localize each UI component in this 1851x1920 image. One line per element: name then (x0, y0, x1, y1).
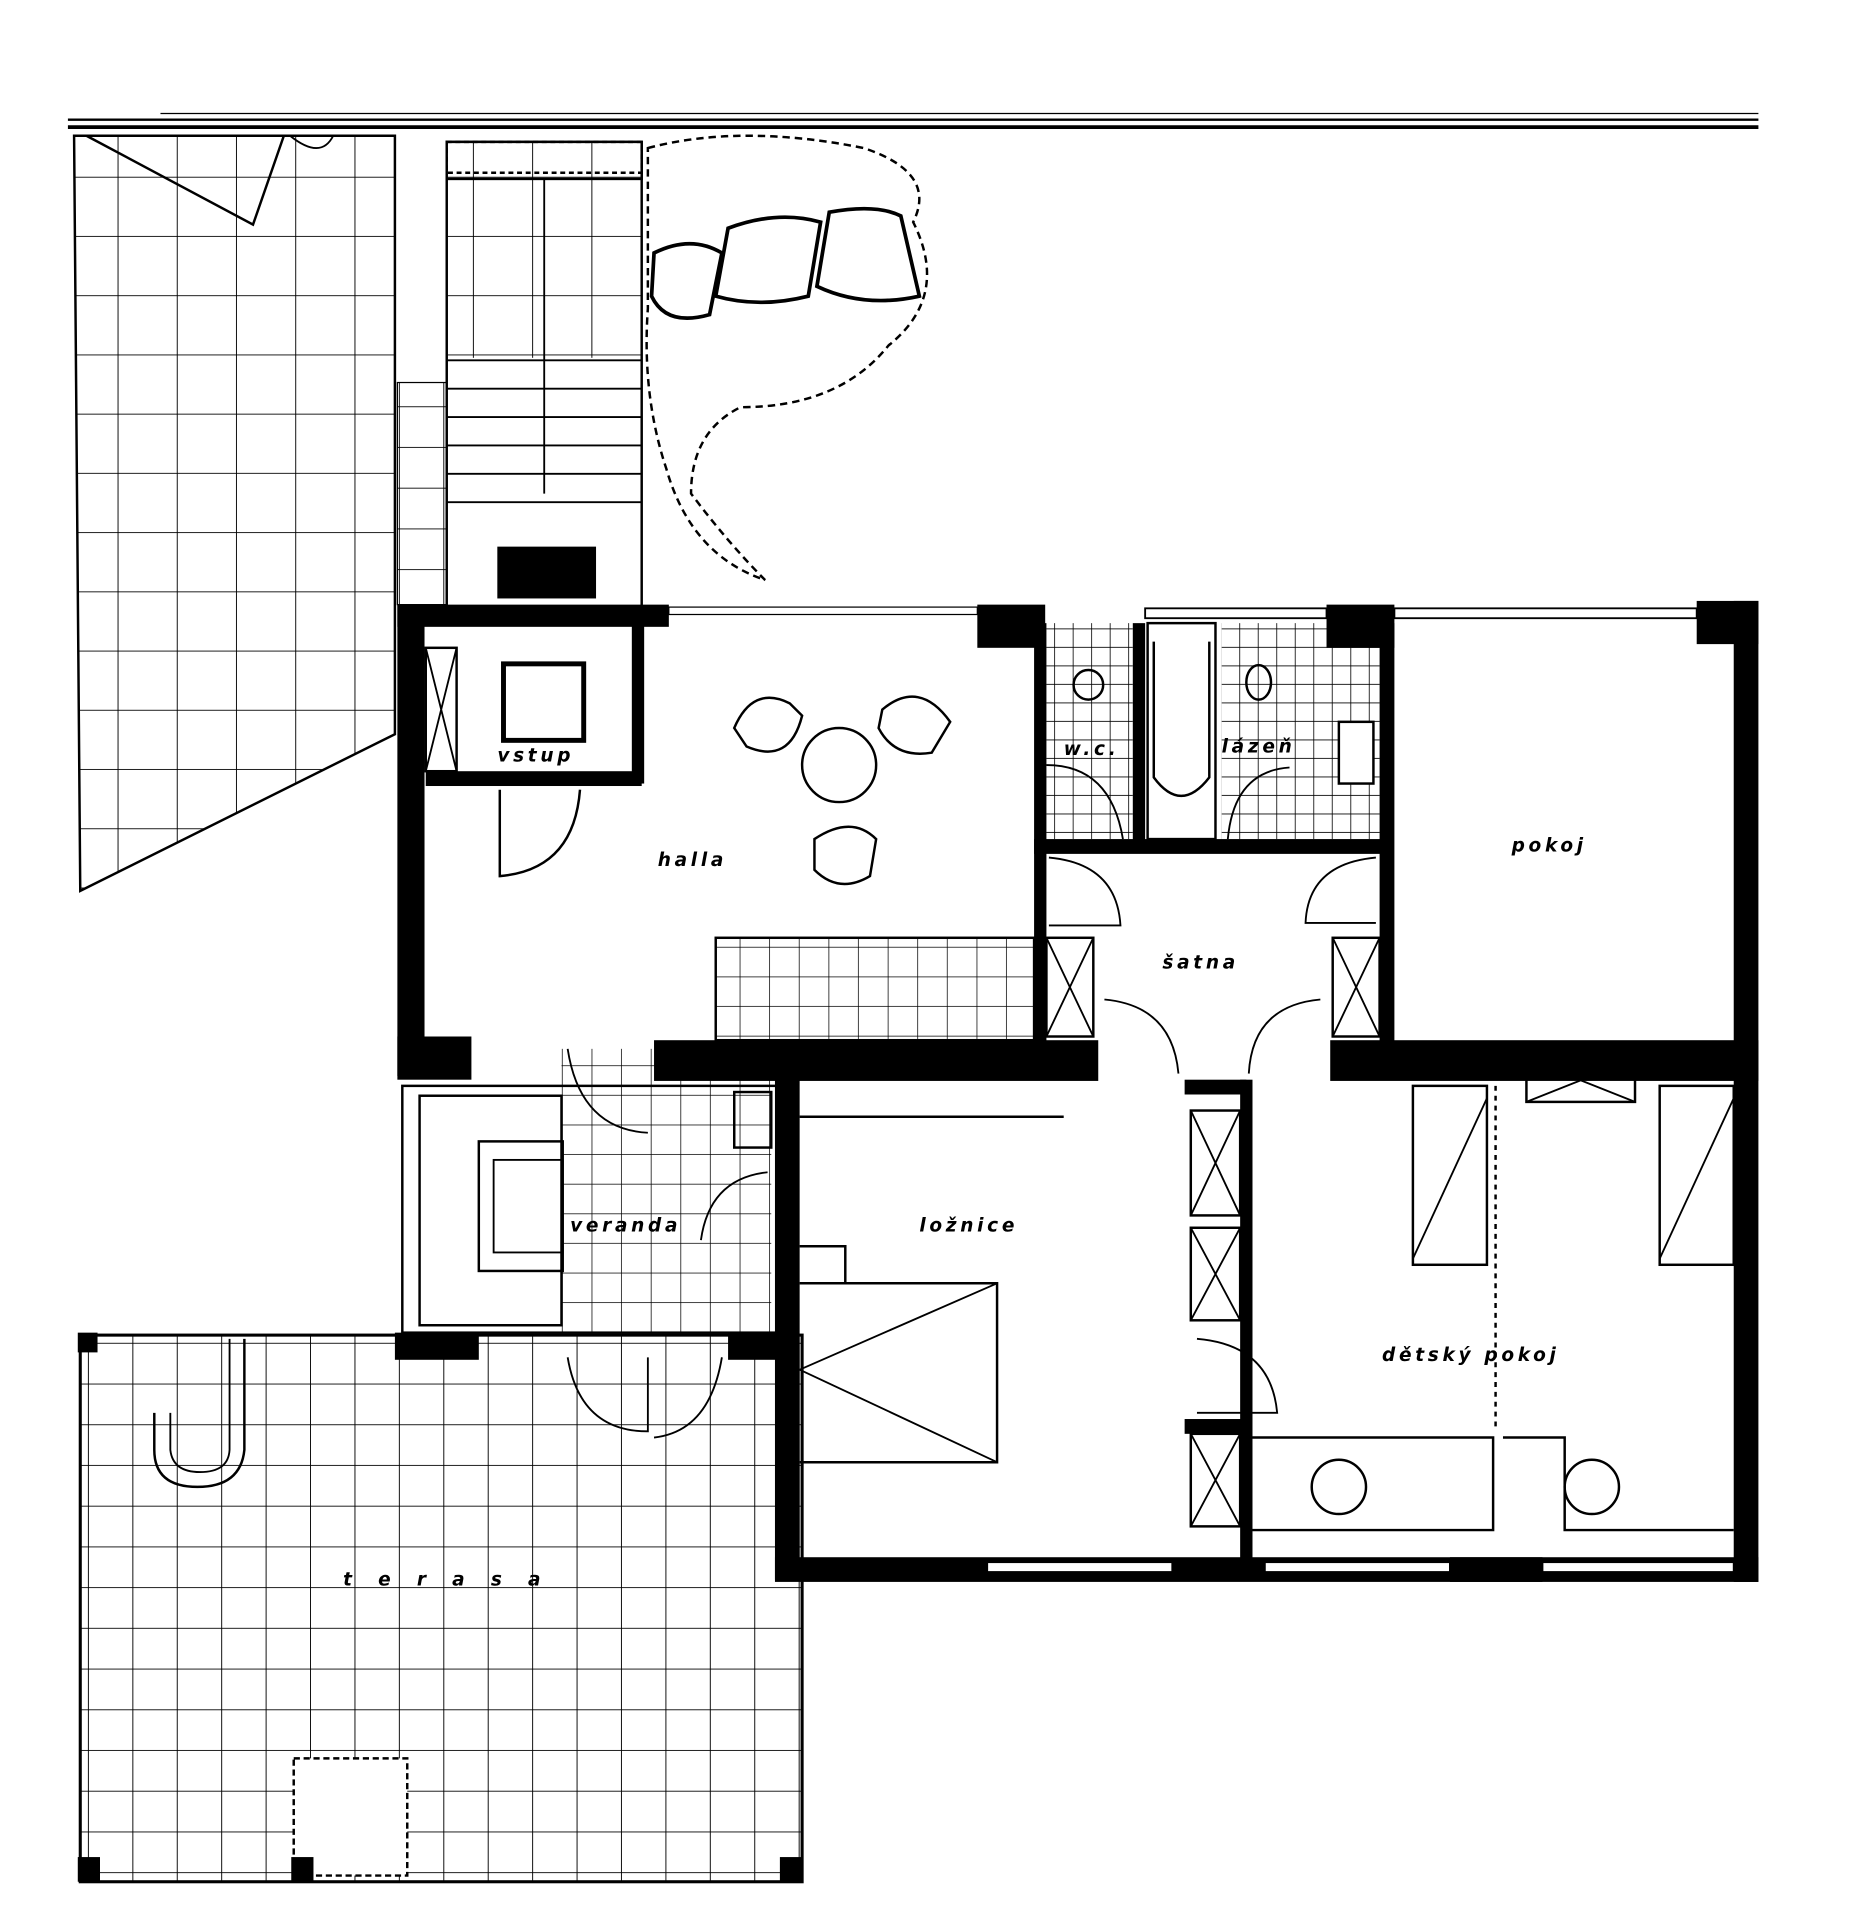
doormat (497, 546, 597, 599)
bedroom-furniture (799, 1084, 1735, 1532)
entrance-stairs (396, 140, 643, 613)
bathtub-icon (1152, 641, 1211, 797)
sink-icon (1245, 663, 1273, 701)
room-label-terasa: t e r a s a (343, 1570, 550, 1591)
room-label-pokoj: pokoj (1511, 835, 1587, 856)
room-label-detsky-pokoj: dětský pokoj (1382, 1345, 1560, 1366)
toilet-icon (1072, 668, 1105, 701)
bathroom-tiles (1046, 621, 1380, 841)
room-label-vstup: vstup (497, 745, 574, 766)
street-boundary (67, 112, 1759, 129)
halla-furniture (424, 646, 1036, 1042)
room-label-satna: šatna (1162, 953, 1239, 974)
front-court-paving (72, 134, 397, 893)
terrace-paving (77, 1332, 804, 1884)
room-label-veranda: veranda (570, 1215, 681, 1236)
veranda-floor (401, 1048, 779, 1334)
doors (566, 764, 1376, 1439)
garden-shrubs-icon (445, 134, 929, 582)
room-label-wc: w.c. (1064, 739, 1120, 760)
room-label-halla: halla (658, 850, 727, 871)
wardrobes (733, 936, 1637, 1528)
room-label-loznice: ložnice (919, 1215, 1018, 1236)
room-labels: vstup halla w.c. lázeň šatna pokoj ložni… (343, 737, 1587, 1591)
walls (397, 600, 1759, 1582)
windows (986, 607, 1735, 1573)
room-label-lazen: lázeň (1222, 737, 1296, 758)
